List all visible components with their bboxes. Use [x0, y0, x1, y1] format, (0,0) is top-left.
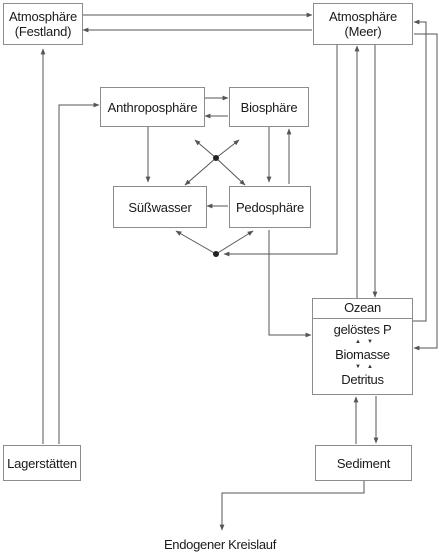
cross-to-bio	[215, 139, 240, 159]
node-sediment-label: Sediment	[336, 455, 391, 471]
node-biosphaere-label: Biosphäre	[240, 99, 298, 115]
junction-dots	[213, 155, 219, 257]
footer-endogener-kreislauf: Endogener Kreislauf	[163, 537, 277, 552]
ozean-item-geloestes-p: gelöstes P	[333, 322, 392, 337]
dot-to-suess	[175, 230, 217, 255]
triangle-icon: ▼	[367, 339, 373, 345]
triangle-icon: ▲	[367, 364, 373, 370]
cross-to-suess	[184, 157, 217, 186]
node-anthroposphaere: Anthroposphäre	[100, 87, 205, 127]
node-anthroposphaere-label: Anthroposphäre	[107, 99, 198, 115]
node-atmosphaere-meer-line2: (Meer)	[344, 24, 382, 39]
node-atmosphaere-meer: Atmosphäre (Meer)	[313, 3, 413, 45]
junction-dot-lower	[213, 251, 219, 257]
connector-lines	[40, 12, 438, 531]
node-lagerstaetten-label: Lagerstätten	[7, 455, 77, 471]
triangle-icon: ▼	[355, 364, 361, 370]
node-atmosphaere-meer-line1: Atmosphäre	[328, 9, 398, 24]
arrow-atmo-meer-right-to-ozean	[413, 33, 438, 351]
ozean-item-biomasse: Biomasse	[335, 347, 390, 362]
node-ozean-title: Ozean	[313, 299, 412, 319]
arrow-sediment-to-endogen	[219, 481, 365, 531]
node-pedosphaere-label: Pedosphäre	[235, 199, 305, 215]
node-sediment: Sediment	[315, 445, 412, 481]
cross-to-anthro	[194, 139, 217, 159]
node-suesswasser: Süßwasser	[113, 186, 207, 228]
node-atmosphaere-festland-line1: Atmosphäre	[8, 9, 78, 24]
dot-to-pedo	[215, 230, 254, 255]
cross-to-pedo	[215, 157, 246, 186]
junction-dot-upper	[213, 155, 219, 161]
ozean-item-detritus: Detritus	[341, 372, 384, 387]
triangle-icon: ▲	[355, 339, 361, 345]
arrow-pedo-to-ozean	[268, 230, 312, 338]
arrow-ozean-right-to-atmo-meer	[412, 19, 427, 322]
node-suesswasser-label: Süßwasser	[128, 199, 192, 215]
node-atmosphaere-festland: Atmosphäre (Festland)	[3, 3, 83, 45]
node-lagerstaetten: Lagerstätten	[3, 445, 81, 481]
node-biosphaere: Biosphäre	[229, 87, 309, 127]
node-ozean: Ozean gelöstes P ▲ ▼ Biomasse ▼ ▲ Detrit…	[312, 298, 413, 395]
arrow-atmo-meer-to-dot	[223, 44, 338, 257]
node-pedosphaere: Pedosphäre	[229, 186, 311, 228]
arrow-lager-to-anthro	[58, 102, 100, 444]
node-atmosphaere-festland-line2: (Festland)	[14, 24, 72, 39]
